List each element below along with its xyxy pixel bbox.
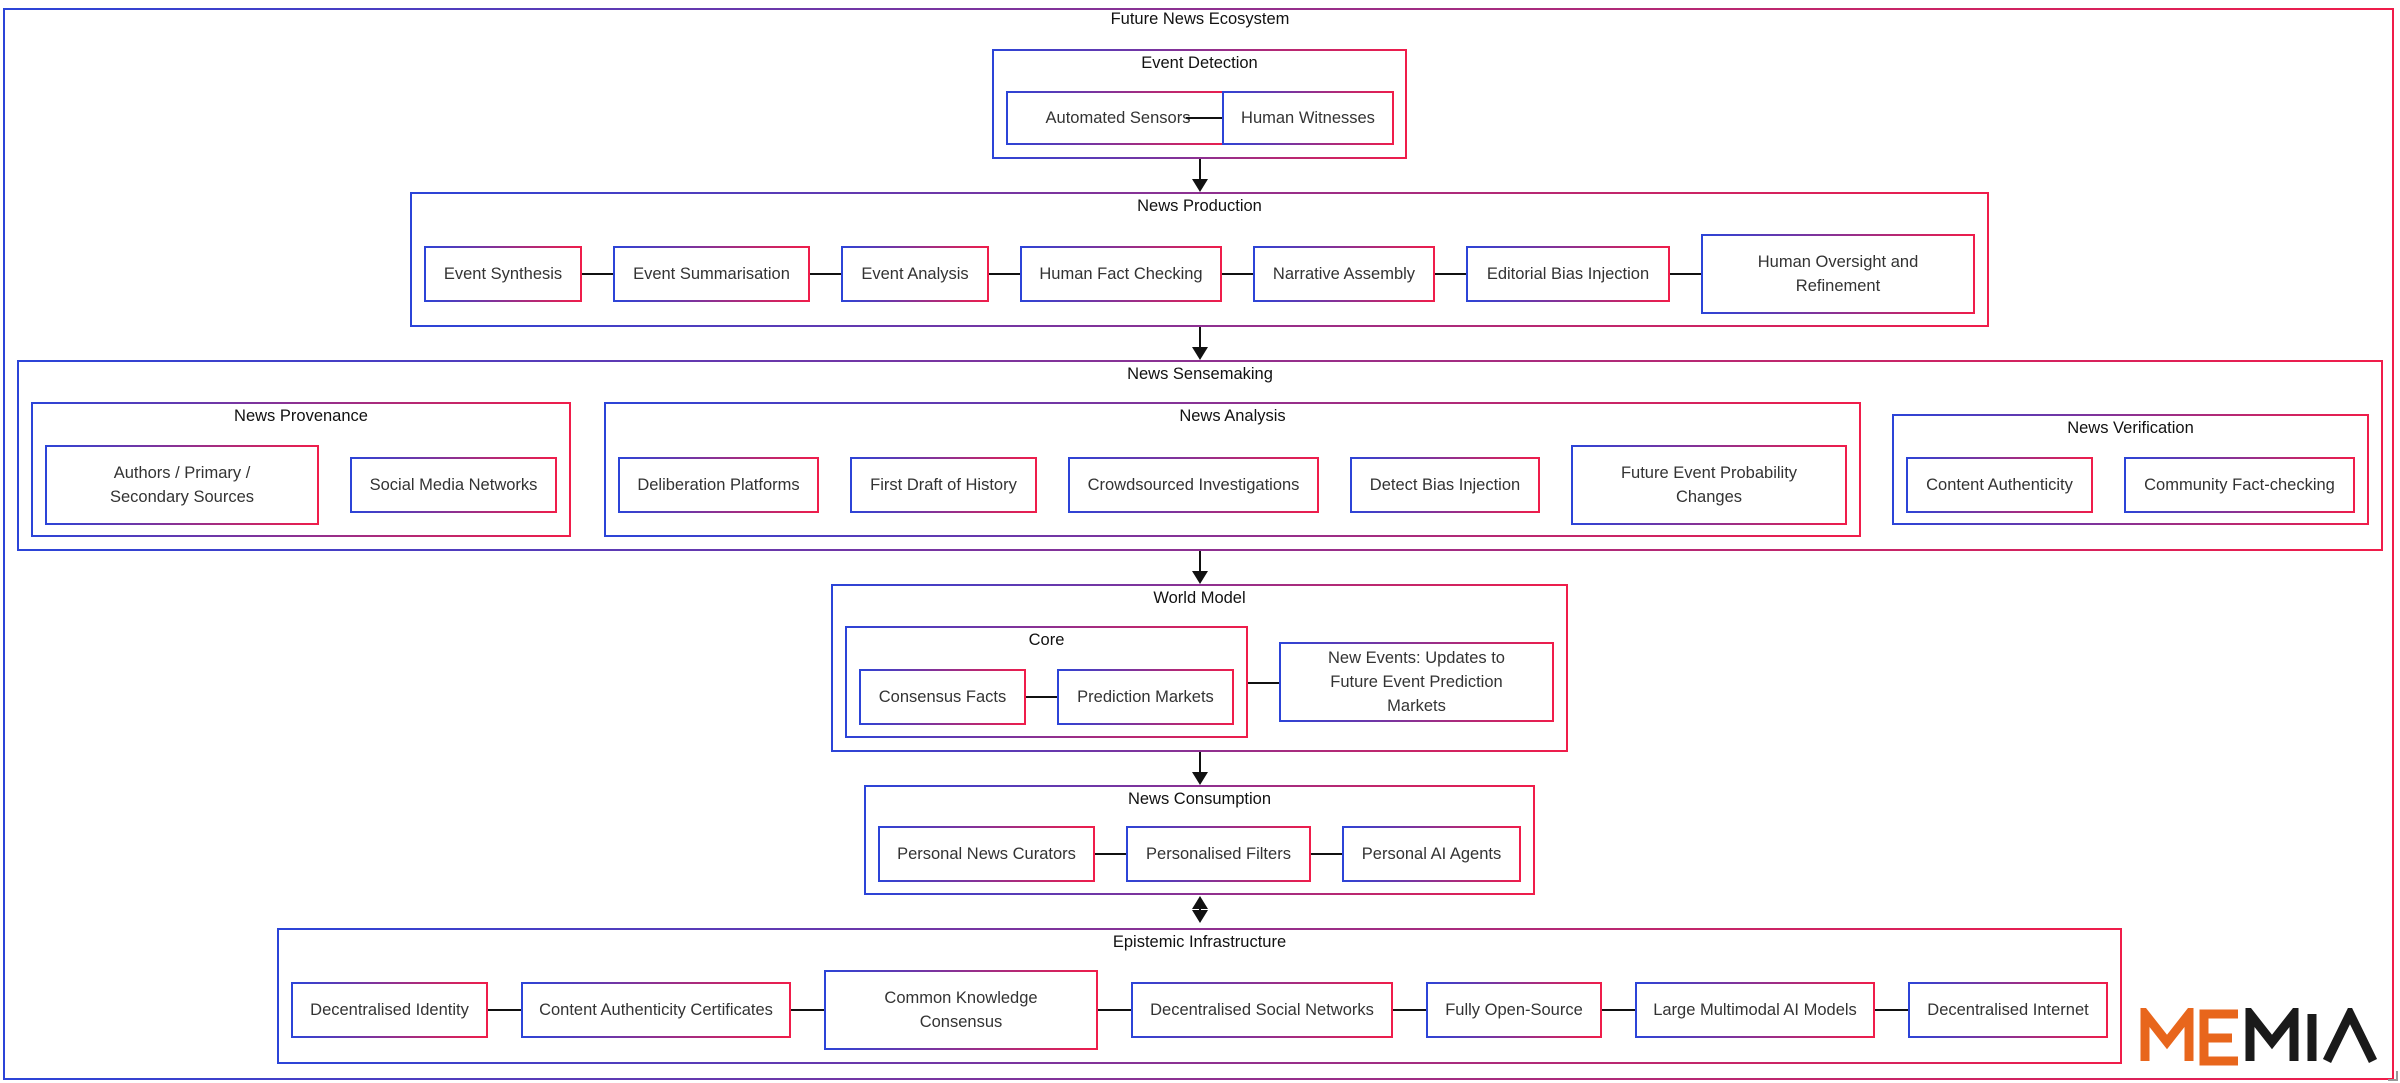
connector (1435, 273, 1466, 275)
connector (1875, 1009, 1908, 1011)
flow-arrow-line (1199, 551, 1201, 572)
connector (810, 273, 841, 275)
memia-logo (2140, 1008, 2378, 1066)
group-title: News Analysis (1179, 407, 1286, 425)
node-prediction-markets: Prediction Markets (1057, 669, 1234, 725)
flow-arrow-head (1192, 347, 1208, 360)
node-future-event-probability: Future Event Probability Changes (1571, 445, 1847, 525)
node-authors-sources: Authors / Primary / Secondary Sources (45, 445, 319, 525)
node-human-fact-checking: Human Fact Checking (1020, 246, 1222, 302)
group-title: Core (1028, 631, 1065, 649)
node-personalised-filters: Personalised Filters (1126, 826, 1311, 882)
flow-arrow-line (1199, 752, 1201, 773)
group-title: News Consumption (1127, 790, 1272, 808)
group-title: World Model (1153, 589, 1246, 607)
node-crowdsourced-investigations: Crowdsourced Investigations (1068, 457, 1319, 513)
connector (1095, 853, 1126, 855)
node-social-media-networks: Social Media Networks (350, 457, 557, 513)
flow-arrow-head (1192, 571, 1208, 584)
connector (1222, 273, 1253, 275)
node-common-knowledge-consensus: Common Knowledge Consensus (824, 970, 1098, 1050)
flow-arrow-line (1199, 159, 1201, 180)
node-new-events: New Events: Updates to Future Event Pred… (1279, 642, 1554, 722)
group-title: Epistemic Infrastructure (1112, 933, 1287, 951)
group-title: News Sensemaking (1127, 365, 1273, 383)
node-narrative-assembly: Narrative Assembly (1253, 246, 1435, 302)
group-title: News Verification (2067, 419, 2194, 437)
node-content-authenticity-certificates: Content Authenticity Certificates (521, 982, 791, 1038)
node-event-summarisation: Event Summarisation (613, 246, 810, 302)
node-first-draft-of-history: First Draft of History (850, 457, 1037, 513)
connector (1026, 696, 1057, 698)
connector (1602, 1009, 1635, 1011)
node-decentralised-social-networks: Decentralised Social Networks (1131, 982, 1393, 1038)
diagram-title: Future News Ecosystem (1110, 10, 1290, 28)
node-editorial-bias-injection: Editorial Bias Injection (1466, 246, 1670, 302)
node-detect-bias-injection: Detect Bias Injection (1350, 457, 1540, 513)
connector (1186, 117, 1222, 119)
flow-arrow-head (1192, 772, 1208, 785)
node-human-witnesses: Human Witnesses (1222, 91, 1394, 145)
group-title: News Provenance (234, 407, 368, 425)
node-decentralised-internet: Decentralised Internet (1908, 982, 2108, 1038)
connector (1393, 1009, 1426, 1011)
connector (1670, 273, 1701, 275)
flow-arrow-head (1192, 910, 1208, 923)
flow-arrow-line (1199, 905, 1201, 911)
node-human-oversight: Human Oversight and Refinement (1701, 234, 1975, 314)
connector (582, 273, 613, 275)
resize-handle (2388, 1071, 2398, 1081)
node-large-multimodal-ai-models: Large Multimodal AI Models (1635, 982, 1875, 1038)
node-personal-ai-agents: Personal AI Agents (1342, 826, 1521, 882)
group-title: News Production (1137, 197, 1262, 215)
node-event-analysis: Event Analysis (841, 246, 989, 302)
group-title: Event Detection (1141, 54, 1258, 72)
connector (1311, 853, 1342, 855)
flow-arrow-line (1199, 327, 1201, 348)
node-personal-news-curators: Personal News Curators (878, 826, 1095, 882)
node-decentralised-identity: Decentralised Identity (291, 982, 488, 1038)
node-deliberation-platforms: Deliberation Platforms (618, 457, 819, 513)
node-fully-open-source: Fully Open-Source (1426, 982, 1602, 1038)
connector (1098, 1009, 1131, 1011)
connector (488, 1009, 521, 1011)
connector (989, 273, 1020, 275)
connector (1248, 682, 1279, 684)
flow-arrow-head-up (1192, 896, 1208, 909)
node-community-fact-checking: Community Fact-checking (2124, 457, 2355, 513)
node-event-synthesis: Event Synthesis (424, 246, 582, 302)
node-consensus-facts: Consensus Facts (859, 669, 1026, 725)
node-content-authenticity: Content Authenticity (1906, 457, 2093, 513)
flow-arrow-head (1192, 179, 1208, 192)
connector (791, 1009, 824, 1011)
